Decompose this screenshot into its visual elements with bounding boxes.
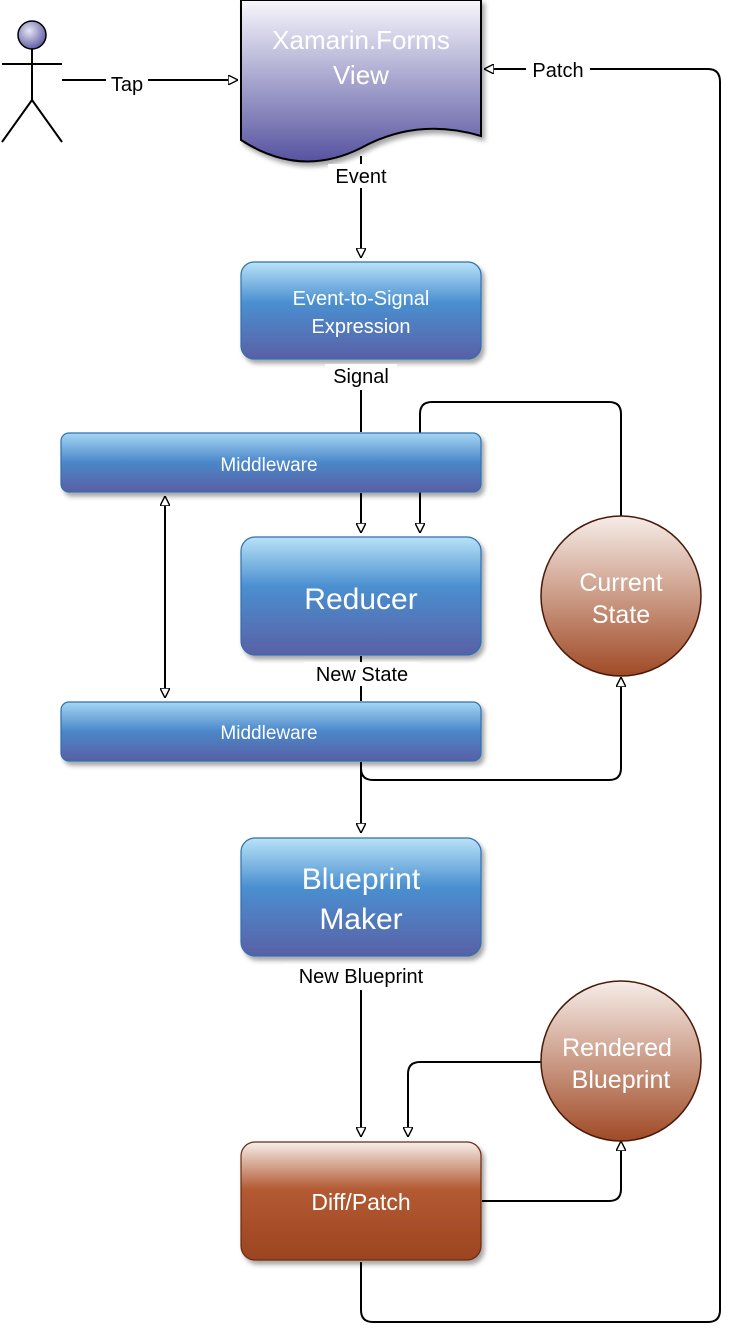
reducer-label: Reducer xyxy=(304,583,417,616)
edge-label-new-state: New State xyxy=(316,664,408,686)
current-state-line2: State xyxy=(592,601,650,629)
edge-label-signal: Signal xyxy=(333,366,389,388)
diff-patch-label: Diff/Patch xyxy=(311,1189,410,1215)
edge-middleware-to-current-state xyxy=(360,677,621,781)
edge-label-patch: Patch xyxy=(532,60,583,82)
stick-figure-user-icon xyxy=(1,20,63,143)
blueprint-maker-line2: Maker xyxy=(319,903,402,936)
rendered-blueprint-line1: Rendered xyxy=(562,1034,672,1062)
edge-current-state-to-reducer xyxy=(420,401,622,533)
middleware-top-label: Middleware xyxy=(220,455,317,476)
middleware-top-node: Middleware xyxy=(60,432,482,493)
event-to-signal-line2: Expression xyxy=(312,316,411,338)
rendered-blueprint-line2: Blueprint xyxy=(572,1066,671,1094)
event-to-signal-line1: Event-to-Signal xyxy=(293,288,430,310)
edge-label-event: Event xyxy=(335,166,387,188)
rendered-blueprint-node: Rendered Blueprint xyxy=(540,980,702,1142)
view-title-line2: View xyxy=(333,60,389,90)
diff-patch-node: Diff/Patch xyxy=(240,1141,482,1261)
blueprint-maker-node: Blueprint Maker xyxy=(240,837,482,957)
edge-patch xyxy=(360,69,721,1323)
edge-rendered-to-diff xyxy=(408,1061,541,1137)
xamarin-forms-view-node: Xamarin.Forms View xyxy=(240,0,482,163)
current-state-line1: Current xyxy=(579,569,662,597)
blueprint-maker-line1: Blueprint xyxy=(302,863,421,896)
reducer-node: Reducer xyxy=(240,536,482,656)
edges xyxy=(62,69,721,1323)
edge-labels: Tap Patch Event Signal New State New Blu… xyxy=(106,58,590,988)
edge-label-new-blueprint: New Blueprint xyxy=(299,966,424,988)
current-state-node: Current State xyxy=(540,515,702,677)
edge-label-tap: Tap xyxy=(111,74,143,96)
event-to-signal-node: Event-to-Signal Expression xyxy=(240,261,482,360)
edge-diff-to-rendered xyxy=(482,1141,621,1202)
middleware-bottom-node: Middleware xyxy=(60,701,482,762)
view-title-line1: Xamarin.Forms xyxy=(272,25,450,55)
middleware-bottom-label: Middleware xyxy=(220,723,317,744)
